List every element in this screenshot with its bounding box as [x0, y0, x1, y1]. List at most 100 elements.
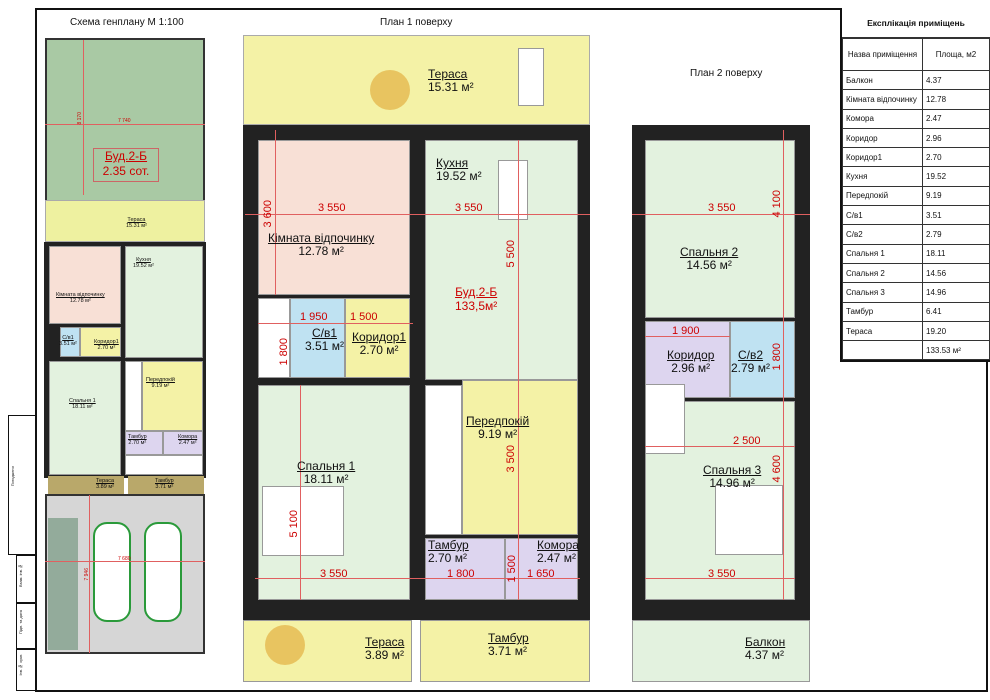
plot-area: [45, 38, 205, 200]
room-name-cell: Спальня 2: [842, 262, 923, 284]
room-name-cell: Передпокій: [842, 185, 923, 207]
area-cell: 14.56: [922, 262, 990, 284]
room-area: [462, 380, 578, 535]
dimension: 3 500: [505, 445, 517, 473]
site-plan-title: Схема генплану М 1:100: [70, 17, 184, 28]
area-cell: 2.70: [922, 147, 990, 168]
dining-table-icon: [498, 160, 528, 220]
room-area: [125, 246, 203, 358]
room-area: [345, 298, 410, 378]
table-title: Експлікація приміщень: [842, 8, 990, 38]
area-cell: 12.78: [922, 89, 990, 110]
room-name-cell: Спальня 3: [842, 282, 923, 303]
room-area: [49, 361, 121, 475]
room-area: [505, 538, 578, 600]
dimension: 3 550: [708, 202, 736, 214]
site-terrace-bottom: [48, 476, 124, 494]
room-area: [125, 455, 203, 475]
stamp-sign: Підп. та дата: [16, 603, 36, 649]
dimension-line: [45, 561, 205, 562]
dimension: 3 550: [455, 202, 483, 214]
table-total-row: 133.53 м²: [842, 340, 990, 361]
room-name-cell: Тамбур: [842, 301, 923, 322]
room-area: [49, 246, 121, 324]
room-name-cell: Кімната відпочинку: [842, 89, 923, 110]
dimension: 3 550: [708, 568, 736, 580]
dimension: 7 740: [118, 118, 131, 124]
dimension: 7 680: [118, 556, 131, 562]
area-cell: 2.96: [922, 127, 990, 149]
dimension: 2 500: [733, 435, 761, 447]
room-area: [290, 298, 345, 378]
room-area: [425, 538, 505, 600]
area-cell: 9.19: [922, 185, 990, 207]
area-cell: 19.52: [922, 166, 990, 187]
stairs-icon: [645, 384, 685, 454]
dimension: 1 800: [278, 338, 290, 366]
dimension-line: [275, 130, 276, 295]
area-cell: 4.37: [922, 69, 990, 91]
dimension: 3 550: [320, 568, 348, 580]
area-cell: 6.41: [922, 301, 990, 322]
dimension-line: [632, 214, 810, 215]
empty-cell: [842, 340, 923, 361]
stamp-label: Погоджено: [10, 466, 15, 487]
bed-icon: [262, 486, 344, 556]
dimension-line: [300, 385, 301, 600]
dimension: 7 946: [84, 568, 90, 581]
room-name-cell: Коридор: [842, 127, 923, 149]
room-name-cell: Коридор1: [842, 147, 923, 168]
column-header: Площа, м2: [922, 38, 990, 71]
room-name-cell: С/в2: [842, 224, 923, 245]
bed-icon: [715, 485, 783, 555]
room-name-cell: Балкон: [842, 69, 923, 91]
plant-icon: [370, 70, 410, 110]
room-area: [125, 431, 163, 455]
area-cell: 18.11: [922, 243, 990, 264]
stamp-approved: Погоджено: [8, 415, 36, 555]
room-area: [645, 140, 795, 318]
area-cell: 2.79: [922, 224, 990, 245]
site-vestibule-bottom: [128, 476, 204, 494]
dimension-line: [258, 323, 413, 324]
vestibule-bottom: [420, 620, 590, 682]
dimension-line: [45, 124, 205, 125]
stamp-inv: Інв.№ ориг.: [16, 649, 36, 691]
dimension: 1 800: [447, 568, 475, 580]
car-icon: [144, 522, 182, 622]
stamp-label: Інв.№ ориг.: [18, 654, 23, 676]
dimension-line: [518, 140, 519, 600]
total-area-cell: 133.53 м²: [922, 340, 990, 361]
dimension: 4 600: [771, 455, 783, 483]
stamp-label: Підп. та дата: [18, 610, 23, 635]
room-area: [425, 385, 462, 535]
